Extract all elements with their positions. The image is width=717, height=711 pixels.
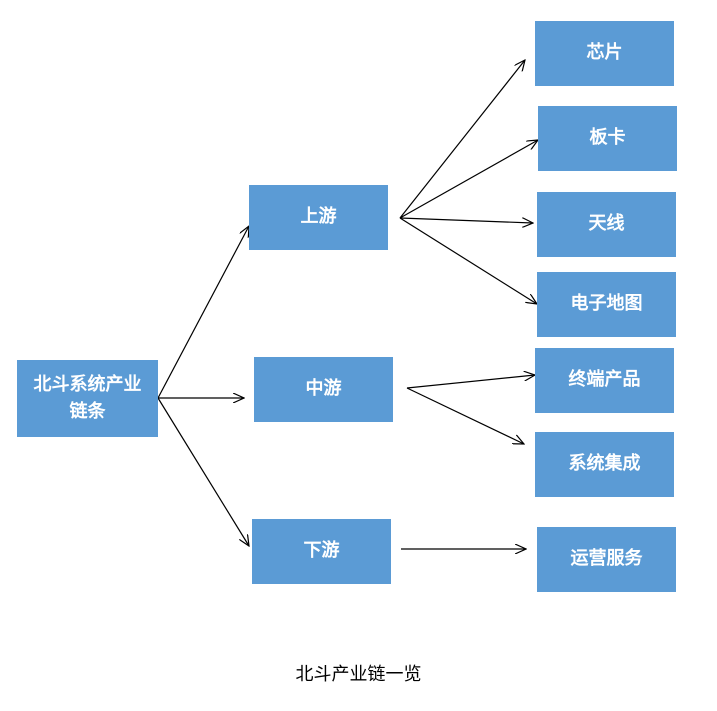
arrow-upstream-to-chip [399, 60, 525, 219]
arrow-midstream-to-integration [406, 387, 524, 444]
leaf-node-terminal-products: 终端产品 [535, 348, 674, 413]
diagram-caption: 北斗产业链一览 [295, 664, 422, 685]
arrow-midstream-to-terminal [406, 375, 535, 389]
arrow-upstream-to-map [399, 217, 537, 304]
arrow-upstream-to-board [399, 140, 538, 219]
leaf-node-electronic-map: 电子地图 [537, 272, 676, 337]
root-node: 北斗系统产业链条 [17, 360, 158, 437]
leaf-node-board: 板卡 [538, 106, 677, 171]
branch-node-downstream: 下游 [252, 519, 391, 584]
leaf-node-system-integration: 系统集成 [535, 432, 674, 497]
branch-node-upstream: 上游 [249, 185, 388, 250]
arrow-root-to-upstream [157, 226, 249, 399]
leaf-node-operation-services: 运营服务 [537, 527, 676, 592]
arrow-upstream-to-antenna [399, 217, 533, 223]
arrow-root-to-downstream [157, 397, 249, 546]
leaf-node-chip: 芯片 [535, 21, 674, 86]
leaf-node-antenna: 天线 [537, 192, 676, 257]
branch-node-midstream: 中游 [254, 357, 393, 422]
